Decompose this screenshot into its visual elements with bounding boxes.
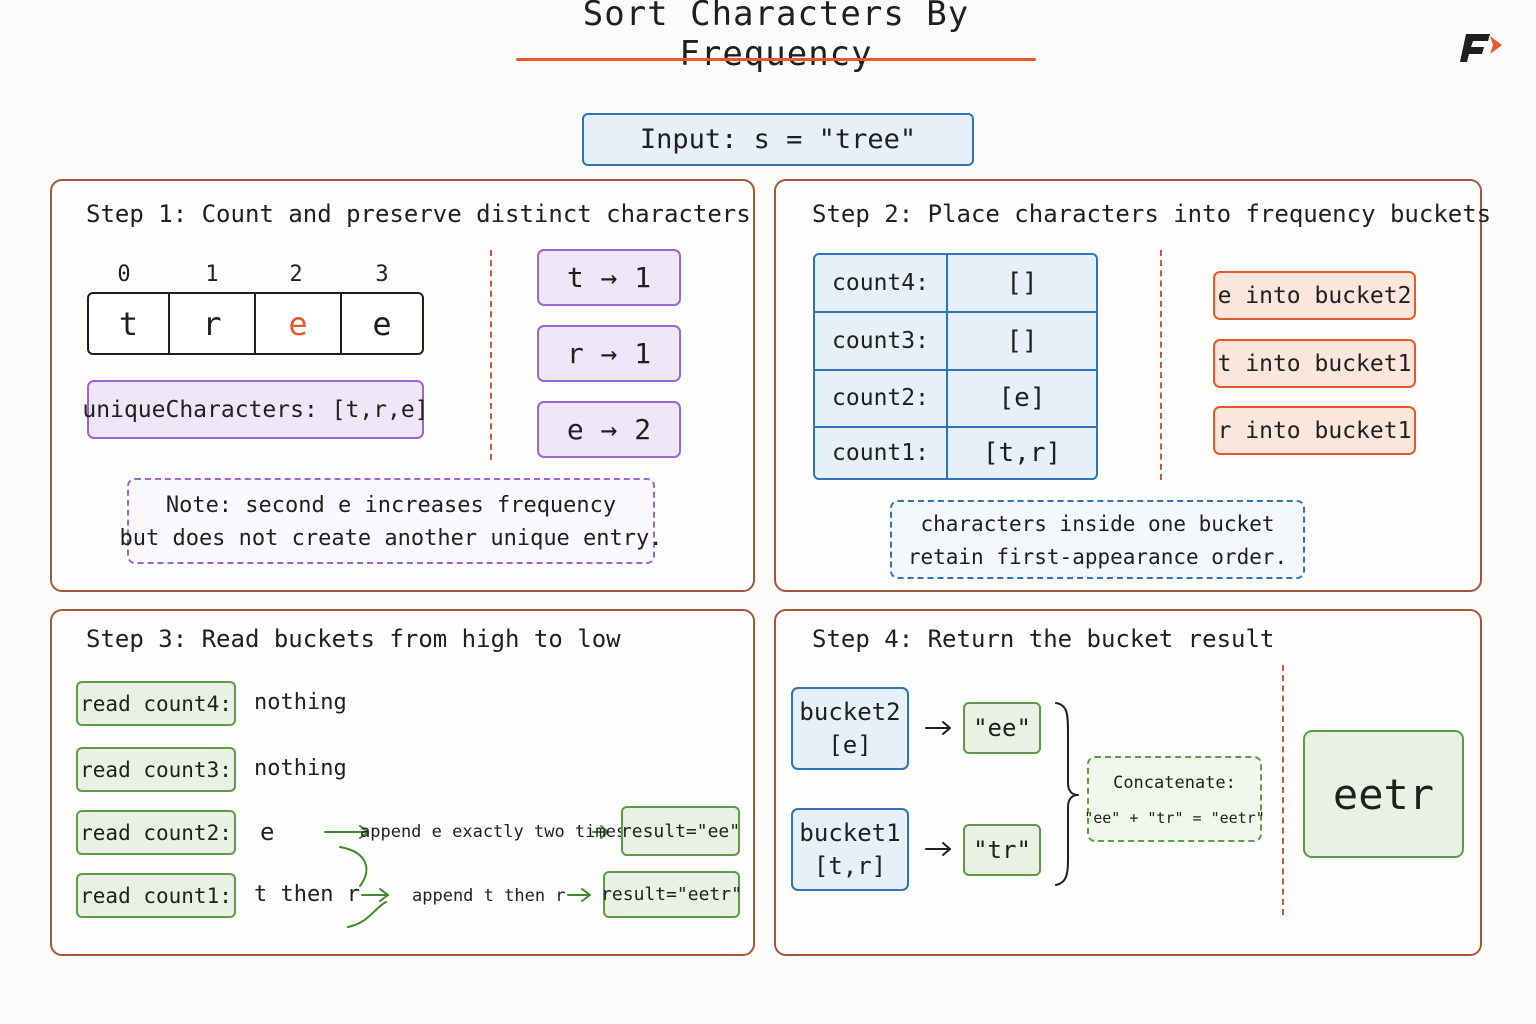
final-result-box: eetr: [1303, 730, 1464, 858]
bucket-value: [e]: [998, 383, 1046, 413]
bucket-label: bucket2: [799, 698, 901, 726]
bucket-contents: [t,r]: [813, 852, 887, 880]
count-t-box: t → 1: [537, 249, 681, 306]
placement-box: r into bucket1: [1213, 406, 1416, 455]
bucket-value: []: [1006, 268, 1038, 298]
bucket-key: count3:: [815, 313, 948, 369]
bucket-key: count2:: [815, 370, 948, 426]
note-line: but does not create another unique entry…: [119, 525, 663, 551]
bucket2-box: bucket2 [e]: [791, 687, 909, 770]
brand-logo-icon: [1460, 34, 1502, 62]
step1-note: Note: second e increases frequency but d…: [119, 478, 663, 564]
page-title: Sort Characters By Frequency: [582, 0, 970, 74]
count-e-box: e → 2: [537, 401, 681, 458]
divider: [490, 250, 492, 460]
bucket-row: count1: [t,r]: [815, 425, 1096, 478]
read-count3-box: read count3:: [76, 747, 236, 792]
note-line: Note: second e increases frequency: [165, 492, 617, 518]
append-text: append e exactly two times: [360, 822, 627, 842]
step3-arrows: [324, 825, 609, 928]
char-array: t r e e: [87, 292, 424, 355]
index-label: 2: [289, 261, 303, 287]
bucket-contents: [e]: [828, 731, 872, 759]
index-label: 0: [117, 261, 131, 287]
bucket-value: [t,r]: [982, 438, 1062, 468]
output-tr-box: "tr": [963, 824, 1041, 876]
read-result: nothing: [254, 756, 347, 781]
index-label: 1: [205, 261, 219, 287]
read-result: e: [260, 818, 275, 846]
array-cell: e: [372, 304, 392, 343]
concatenate-box: Concatenate: "ee" + "tr" = "eetr": [1084, 756, 1265, 842]
output-ee-box: "ee": [963, 702, 1041, 754]
read-result: t then r: [254, 882, 360, 907]
bucket-table: count4: [] count3: [] count2: [e] count1…: [813, 253, 1098, 480]
step3-title: Step 3: Read buckets from high to low: [86, 625, 621, 653]
bucket-row: count4: []: [815, 255, 1096, 313]
read-count2-box: read count2:: [76, 810, 236, 855]
note-line: retain first-appearance order.: [907, 545, 1288, 569]
index-label: 3: [375, 261, 389, 287]
bucket-row: count3: []: [815, 313, 1096, 371]
array-cell: t: [89, 294, 170, 353]
result-box: result="ee": [621, 806, 740, 856]
note-line: characters inside one bucket: [920, 512, 1275, 536]
step4-arrows: [925, 702, 1079, 886]
array-cell-highlight: e: [256, 294, 342, 353]
title-underline: [516, 58, 1036, 61]
placement-box: e into bucket2: [1213, 271, 1416, 320]
bucket1-box: bucket1 [t,r]: [791, 808, 909, 891]
bucket-value: []: [1006, 326, 1038, 356]
step2-note: characters inside one bucket retain firs…: [890, 500, 1305, 579]
array-cell: r: [170, 294, 256, 353]
read-result: nothing: [254, 690, 347, 715]
concat-expression: "ee" + "tr" = "eetr": [1084, 809, 1265, 827]
concat-label: Concatenate:: [1113, 773, 1236, 793]
result-box: result="eetr": [601, 871, 742, 918]
divider: [1282, 665, 1284, 915]
read-count4-box: read count4:: [76, 681, 236, 726]
bucket-key: count4:: [815, 255, 948, 311]
placement-box: t into bucket1: [1213, 339, 1416, 388]
step1-title: Step 1: Count and preserve distinct char…: [86, 200, 751, 228]
count-r-box: r → 1: [537, 325, 681, 382]
unique-characters-box: uniqueCharacters: [t,r,e]: [82, 380, 429, 439]
input-box: Input: s = "tree": [582, 113, 974, 166]
step4-title: Step 4: Return the bucket result: [812, 625, 1275, 653]
bucket-key: count1:: [815, 425, 948, 478]
divider: [1160, 250, 1162, 480]
bucket-row: count2: [e]: [815, 370, 1096, 428]
read-count1-box: read count1:: [76, 873, 236, 918]
append-text: append t then r: [412, 886, 566, 906]
step2-title: Step 2: Place characters into frequency …: [812, 200, 1492, 228]
bucket-label: bucket1: [799, 819, 901, 847]
